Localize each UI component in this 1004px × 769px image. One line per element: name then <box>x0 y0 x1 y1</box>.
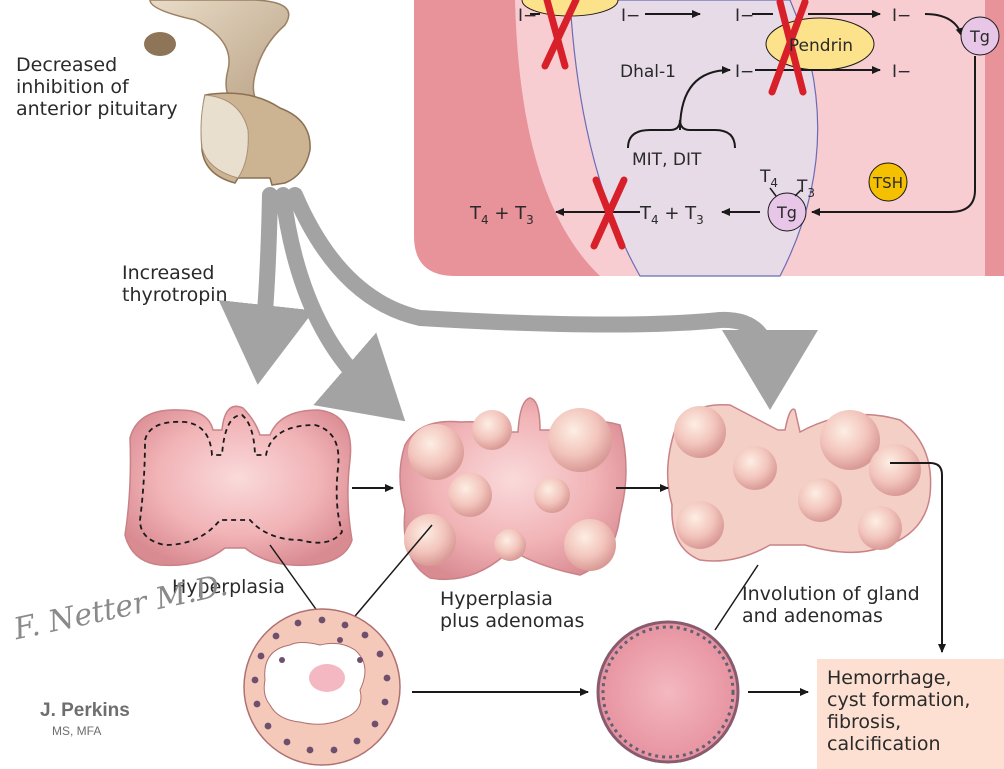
tsh-label: TSH <box>872 174 903 192</box>
involution-nodule <box>674 406 726 458</box>
iodide-label-6: I− <box>892 62 911 82</box>
iodide-label-2: I− <box>621 6 640 26</box>
involution-line-2: and adenomas <box>742 605 920 627</box>
increased-thyrotropin-line-1: Increased <box>122 262 228 284</box>
adenoma-nodule <box>494 529 526 561</box>
adenoma-nodule <box>472 410 512 450</box>
hyperplasia-adenomas-line-2: plus adenomas <box>440 610 584 632</box>
involution-label: Involution of gland and adenomas <box>742 583 920 627</box>
tg-label-upper: Tg <box>969 27 990 46</box>
involution-nodule <box>676 501 724 549</box>
adenoma-nodule <box>548 408 612 472</box>
iodide-label-5: I− <box>735 62 754 82</box>
iodide-label-4: I− <box>892 6 911 26</box>
adenoma-nodule <box>404 514 456 566</box>
outcome-box: Hemorrhage, cyst formation, fibrosis, ca… <box>817 659 1004 769</box>
decreased-inhibition-label: Decreased inhibition of anterior pituita… <box>16 54 178 120</box>
gland-adenomas <box>400 398 626 579</box>
artist-name: J. Perkins <box>40 700 130 722</box>
thyroid-cell-panel: I− I− I− I− I− I− Pendrin Dhal-1 MIT, DI… <box>414 0 1004 276</box>
pituitary-nub <box>144 32 176 56</box>
decreased-inhibition-line-2: inhibition of <box>16 76 178 98</box>
adenoma-nodule <box>564 519 616 571</box>
pendrin-label: Pendrin <box>789 36 853 56</box>
involution-nodule <box>858 506 902 550</box>
tg-label-lower: Tg <box>776 203 797 222</box>
involution-nodule <box>798 478 842 522</box>
hyperplasia-adenomas-line-1: Hyperplasia <box>440 588 584 610</box>
pointer-adenoma-follicle <box>345 525 432 628</box>
gray-arrow-hyperplasia <box>262 195 270 345</box>
outcome-line-4: calcification <box>827 733 1004 755</box>
decreased-inhibition-line-3: anterior pituitary <box>16 98 178 120</box>
hyperplasia-adenomas-label: Hyperplasia plus adenomas <box>440 588 584 632</box>
outcome-line-2: cyst formation, <box>827 689 1004 711</box>
adenoma-nodule <box>534 477 570 513</box>
decreased-inhibition-line-1: Decreased <box>16 54 178 76</box>
involution-line-1: Involution of gland <box>742 583 920 605</box>
increased-thyrotropin-label: Increased thyrotropin <box>122 262 228 306</box>
adenoma-nodule <box>448 473 492 517</box>
adenoma-nodule <box>408 424 464 480</box>
outcome-line-3: fibrosis, <box>827 711 1004 733</box>
hyperplasia-gland-shape <box>125 406 352 565</box>
gland-hyperplasia <box>125 406 352 565</box>
gland-involution <box>668 405 931 561</box>
iodide-label-3: I− <box>735 6 754 26</box>
iodide-label-1: I− <box>518 6 537 26</box>
involution-nodule <box>869 444 921 496</box>
colloid-follicle <box>598 622 738 762</box>
hyperplastic-follicle <box>244 609 400 765</box>
increased-thyrotropin-line-2: thyrotropin <box>122 284 228 306</box>
t4-t3-secreted-label: T4 + T3 <box>469 203 534 227</box>
outcome-line-1: Hemorrhage, <box>827 667 1004 689</box>
artist-credentials: MS, MFA <box>52 724 101 738</box>
involuted-follicle <box>598 622 738 762</box>
colloid-remnant <box>309 664 345 692</box>
involution-nodule <box>733 446 777 490</box>
mit-dit-label: MIT, DIT <box>632 150 702 170</box>
dhal-label: Dhal-1 <box>620 62 676 82</box>
t4-t3-inner-label: T4 + T3 <box>639 203 704 227</box>
